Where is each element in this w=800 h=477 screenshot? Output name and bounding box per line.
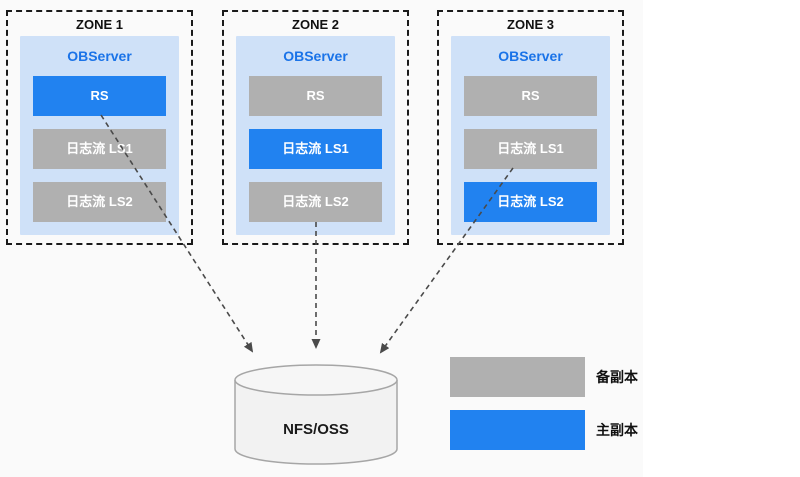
legend-label-primary: 主副本 xyxy=(596,422,638,438)
storage-label: NFS/OSS xyxy=(283,421,349,438)
zone-3-block-ls2: 日志流 LS2 xyxy=(464,182,597,222)
zone-1: ZONE 1 OBServer RS 日志流 LS1 日志流 LS2 xyxy=(6,10,193,245)
zone-3-block-rs: RS xyxy=(464,76,597,116)
zone-3-observer-label: OBServer xyxy=(498,48,563,64)
zone-2-title: ZONE 2 xyxy=(292,17,339,32)
diagram-canvas: ZONE 1 OBServer RS 日志流 LS1 日志流 LS2 ZONE … xyxy=(6,10,638,465)
zone-1-block-rs: RS xyxy=(33,76,166,116)
zone-1-block-ls2: 日志流 LS2 xyxy=(33,182,166,222)
zone-3-title: ZONE 3 xyxy=(507,17,554,32)
zone-2-block-rs: RS xyxy=(249,76,382,116)
zone-1-block-ls1: 日志流 LS1 xyxy=(33,129,166,169)
zone-2-block-ls1: 日志流 LS1 xyxy=(249,129,382,169)
legend-swatch-backup xyxy=(450,357,585,397)
legend-label-backup: 备副本 xyxy=(596,369,638,385)
zone-2-block-ls2: 日志流 LS2 xyxy=(249,182,382,222)
zone-2-observer-label: OBServer xyxy=(283,48,348,64)
zone-1-observer-panel: OBServer RS 日志流 LS1 日志流 LS2 xyxy=(20,36,179,235)
zone-1-observer-label: OBServer xyxy=(67,48,132,64)
zone-3-block-ls1: 日志流 LS1 xyxy=(464,129,597,169)
zone-3-observer-panel: OBServer RS 日志流 LS1 日志流 LS2 xyxy=(451,36,610,235)
zone-1-title: ZONE 1 xyxy=(76,17,123,32)
legend-swatch-primary xyxy=(450,410,585,450)
zone-3: ZONE 3 OBServer RS 日志流 LS1 日志流 LS2 xyxy=(437,10,624,245)
zone-2: ZONE 2 OBServer RS 日志流 LS1 日志流 LS2 xyxy=(222,10,409,245)
storage-cylinder-top xyxy=(234,364,398,396)
zone-2-observer-panel: OBServer RS 日志流 LS1 日志流 LS2 xyxy=(236,36,395,235)
